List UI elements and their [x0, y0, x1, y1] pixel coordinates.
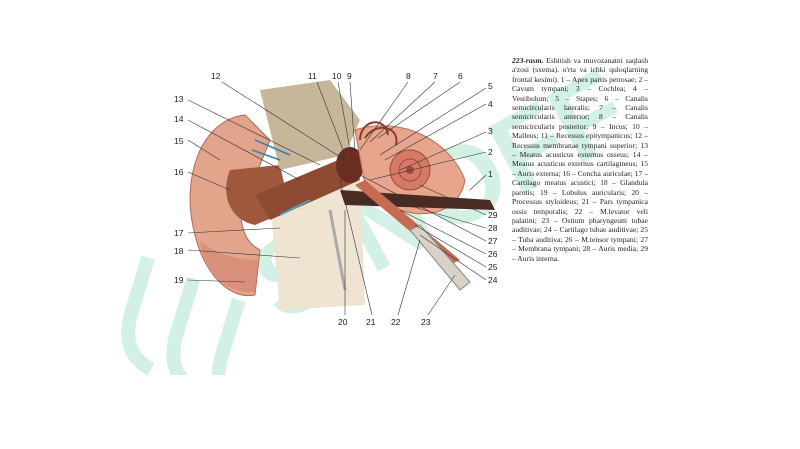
styloid-process — [328, 209, 347, 291]
figure-label: 7 — [433, 71, 438, 81]
ear-illustration — [187, 80, 495, 316]
figure-label: 17 — [174, 228, 184, 238]
semicircular-canals — [359, 121, 398, 146]
figure-label: 2 — [488, 147, 493, 157]
figure-label: 10 — [332, 71, 342, 81]
figure-caption: 223-rasm. Eshitish va muvozanatni saqlas… — [512, 56, 648, 263]
figure-label: 1 — [488, 169, 493, 179]
figure-label: 12 — [211, 71, 221, 81]
figure-label: 18 — [174, 246, 184, 256]
lobule — [200, 240, 258, 293]
leader-lines — [187, 81, 487, 316]
figure-label: 22 — [391, 317, 401, 327]
figure-label: 27 — [488, 236, 498, 246]
figure-label: 3 — [488, 126, 493, 136]
figure-label: 4 — [488, 99, 493, 109]
caption-heading: 223-rasm. — [512, 56, 544, 65]
figure-label: 5 — [488, 81, 493, 91]
tympanic-cavity — [336, 147, 364, 183]
figure-label: 6 — [458, 71, 463, 81]
figure-label: 28 — [488, 223, 498, 233]
figure-label: 29 — [488, 210, 498, 220]
ear-anatomy-figure: 12 11 10 9 8 7 6 5 4 3 2 1 13 14 15 16 1… — [160, 60, 505, 330]
figure-label: 9 — [347, 71, 352, 81]
figure-label: 19 — [174, 275, 184, 285]
figure-label: 15 — [174, 136, 184, 146]
figure-label: 20 — [338, 317, 348, 327]
figure-label: 16 — [174, 167, 184, 177]
figure-label: 11 — [308, 71, 317, 81]
ear-canal — [255, 155, 360, 220]
figure-label: 23 — [421, 317, 431, 327]
figure-label: 26 — [488, 249, 498, 259]
figure-label: 14 — [174, 114, 184, 124]
figure-label: 21 — [366, 317, 376, 327]
figure-label: 25 — [488, 262, 498, 272]
figure-label: 24 — [488, 275, 498, 285]
figure-label: 13 — [174, 94, 184, 104]
caption-body: Eshitish va muvozanatni saqlash a'zosi (… — [512, 56, 648, 263]
figure-label: 8 — [406, 71, 411, 81]
